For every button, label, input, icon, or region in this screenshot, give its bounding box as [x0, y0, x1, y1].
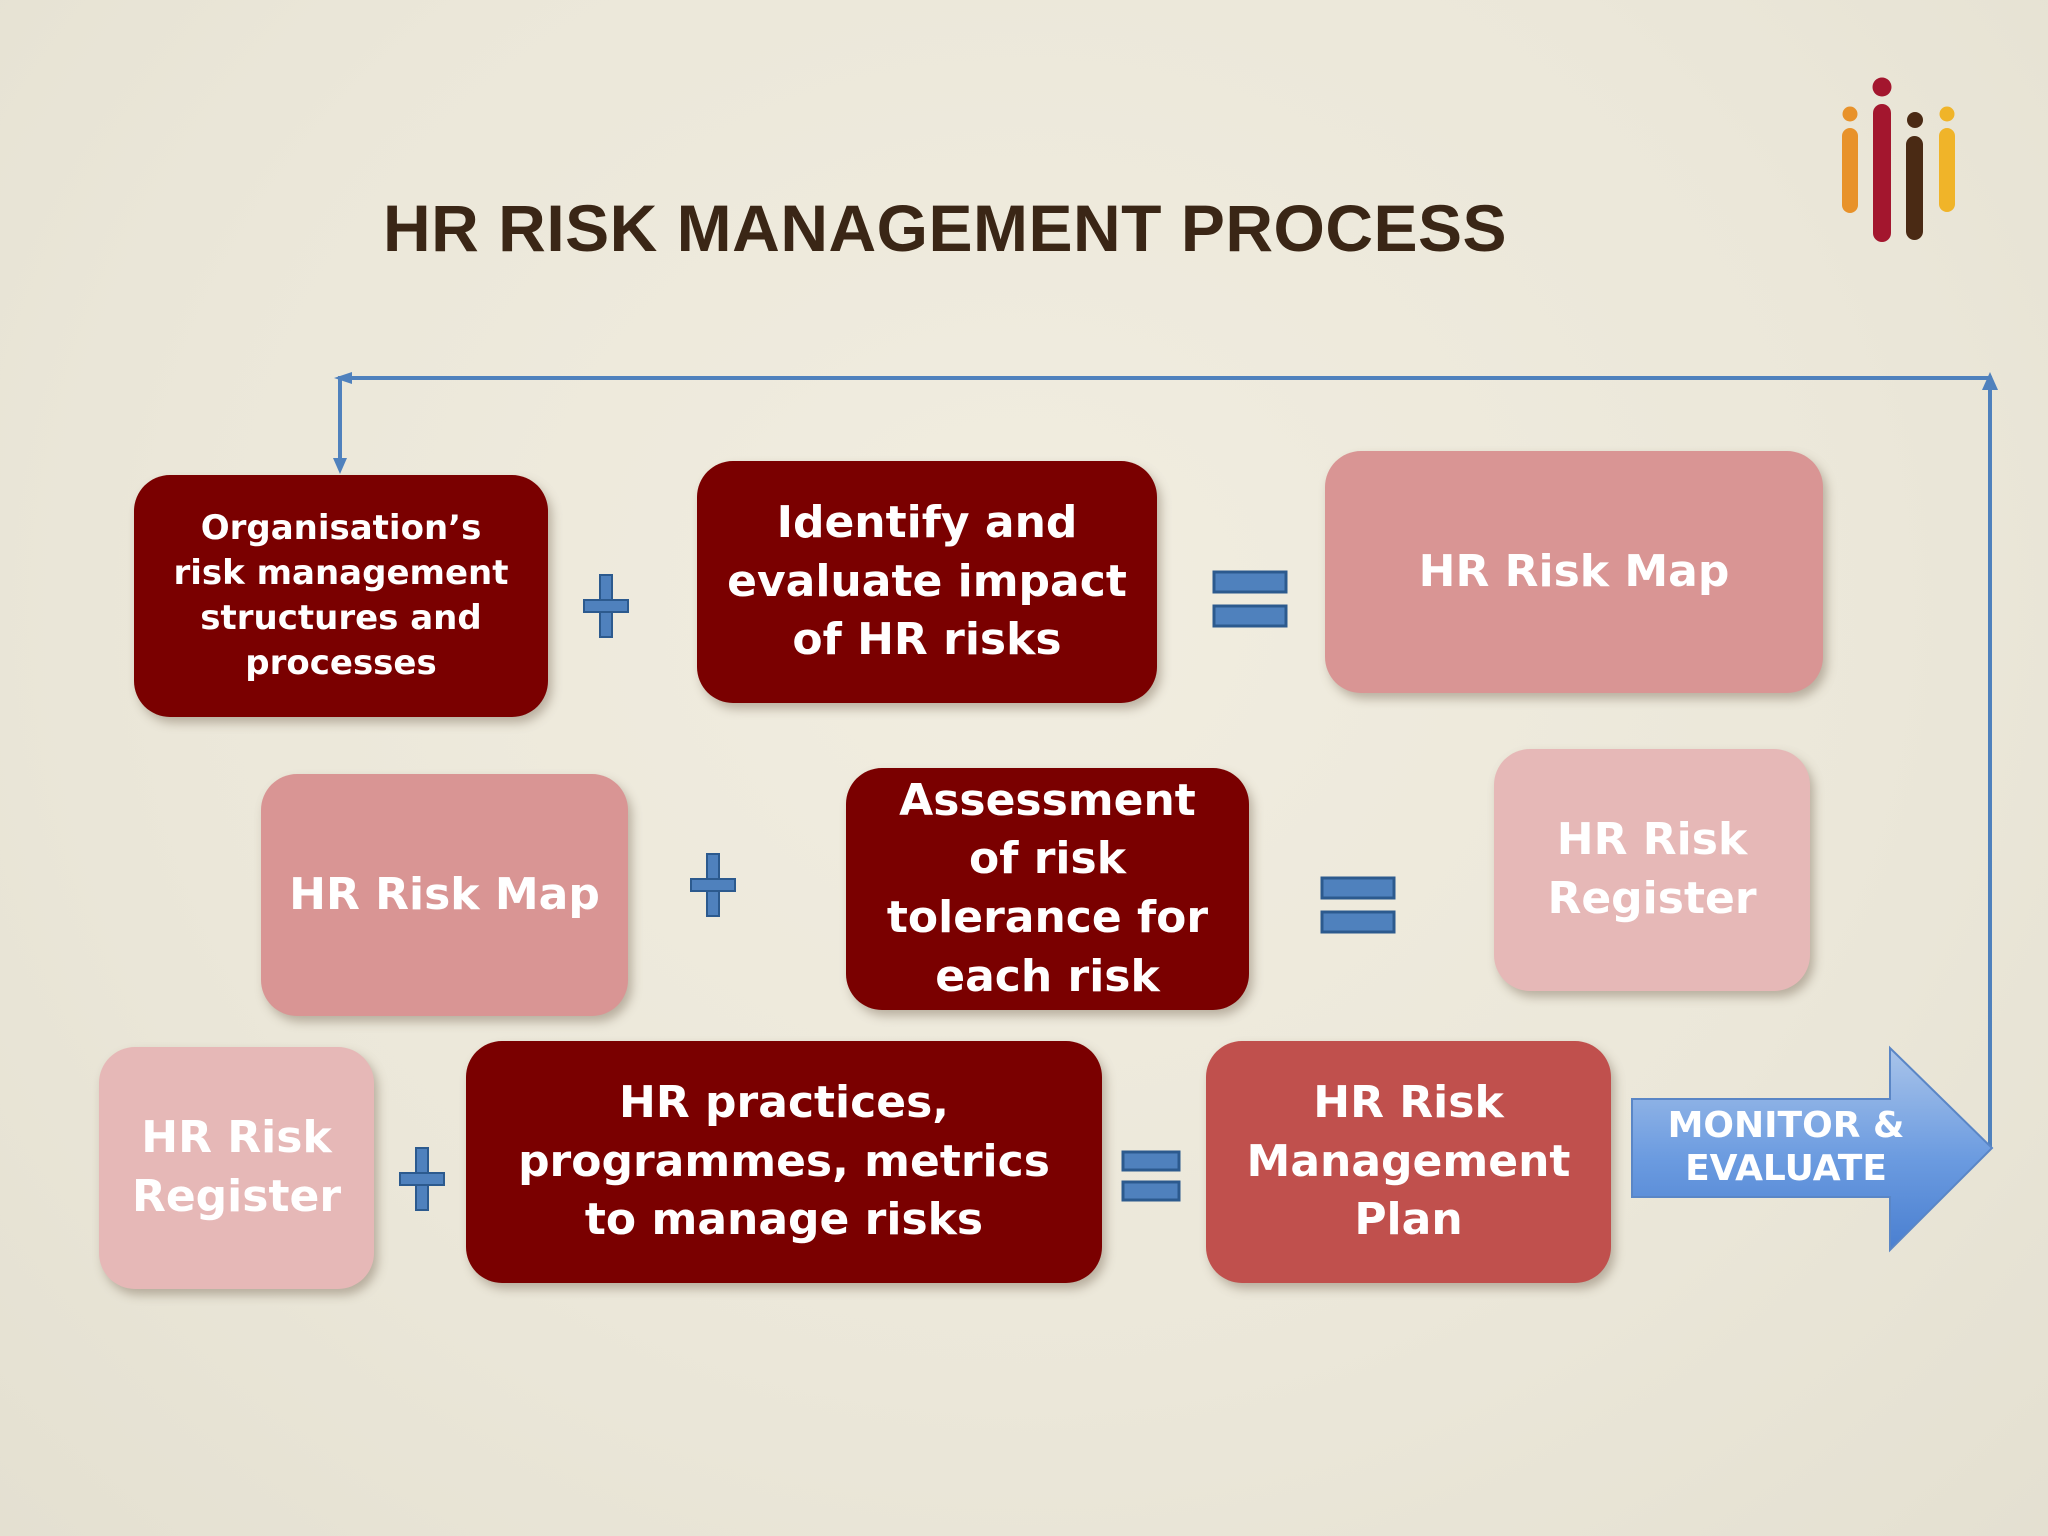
box-identify-evaluate-hr-risks-label: Identify and evaluate impact of HR risks — [727, 497, 1127, 666]
feedback-arrowhead-up — [1982, 372, 1998, 390]
plus-icon — [398, 1146, 446, 1212]
box-hr-practices-programmes: HR practices, programmes, metrics to man… — [466, 1041, 1102, 1283]
box-hr-risk-map-input: HR Risk Map — [261, 774, 628, 1016]
box-hr-risk-register-result: HR Risk Register — [1494, 749, 1810, 991]
plus-icon — [689, 852, 737, 918]
box-hr-practices-programmes-label: HR practices, programmes, metrics to man… — [518, 1077, 1050, 1246]
box-hr-risk-register-result-label: HR Risk Register — [1547, 814, 1757, 924]
box-hr-risk-management-plan: HR Risk Management Plan — [1206, 1041, 1611, 1283]
feedback-arrowhead-left — [334, 372, 352, 384]
box-risk-management-structures: Organisation’s risk management structure… — [134, 475, 548, 717]
box-hr-risk-register-input: HR Risk Register — [99, 1047, 374, 1289]
box-identify-evaluate-hr-risks: Identify and evaluate impact of HR risks — [697, 461, 1157, 703]
page-title: HR RISK MANAGEMENT PROCESS — [383, 191, 1508, 265]
equals-icon — [1121, 1150, 1181, 1204]
equals-icon — [1212, 570, 1288, 630]
monitor-label: MONITOR & — [1668, 1105, 1905, 1146]
evaluate-label: EVALUATE — [1685, 1148, 1887, 1189]
box-risk-tolerance-assessment: Assessment of risk tolerance for each ri… — [846, 768, 1249, 1010]
box-hr-risk-register-input-label: HR Risk Register — [131, 1112, 342, 1222]
equals-icon — [1320, 876, 1396, 936]
box-risk-tolerance-assessment-label: Assessment of risk tolerance for each ri… — [886, 774, 1209, 1002]
feedback-arrowhead-down — [333, 458, 347, 474]
plus-icon — [582, 573, 630, 639]
logo — [1842, 77, 1955, 242]
monitor-evaluate-arrow: MONITOR & EVALUATE — [1631, 1045, 1994, 1253]
box-risk-management-structures-label: Organisation’s risk management structure… — [173, 507, 509, 684]
box-hr-risk-map-result-label: HR Risk Map — [1418, 545, 1730, 597]
box-hr-risk-map-result: HR Risk Map — [1325, 451, 1823, 693]
box-hr-risk-management-plan-label: HR Risk Management Plan — [1246, 1077, 1571, 1246]
box-hr-risk-map-input-label: HR Risk Map — [289, 868, 600, 920]
